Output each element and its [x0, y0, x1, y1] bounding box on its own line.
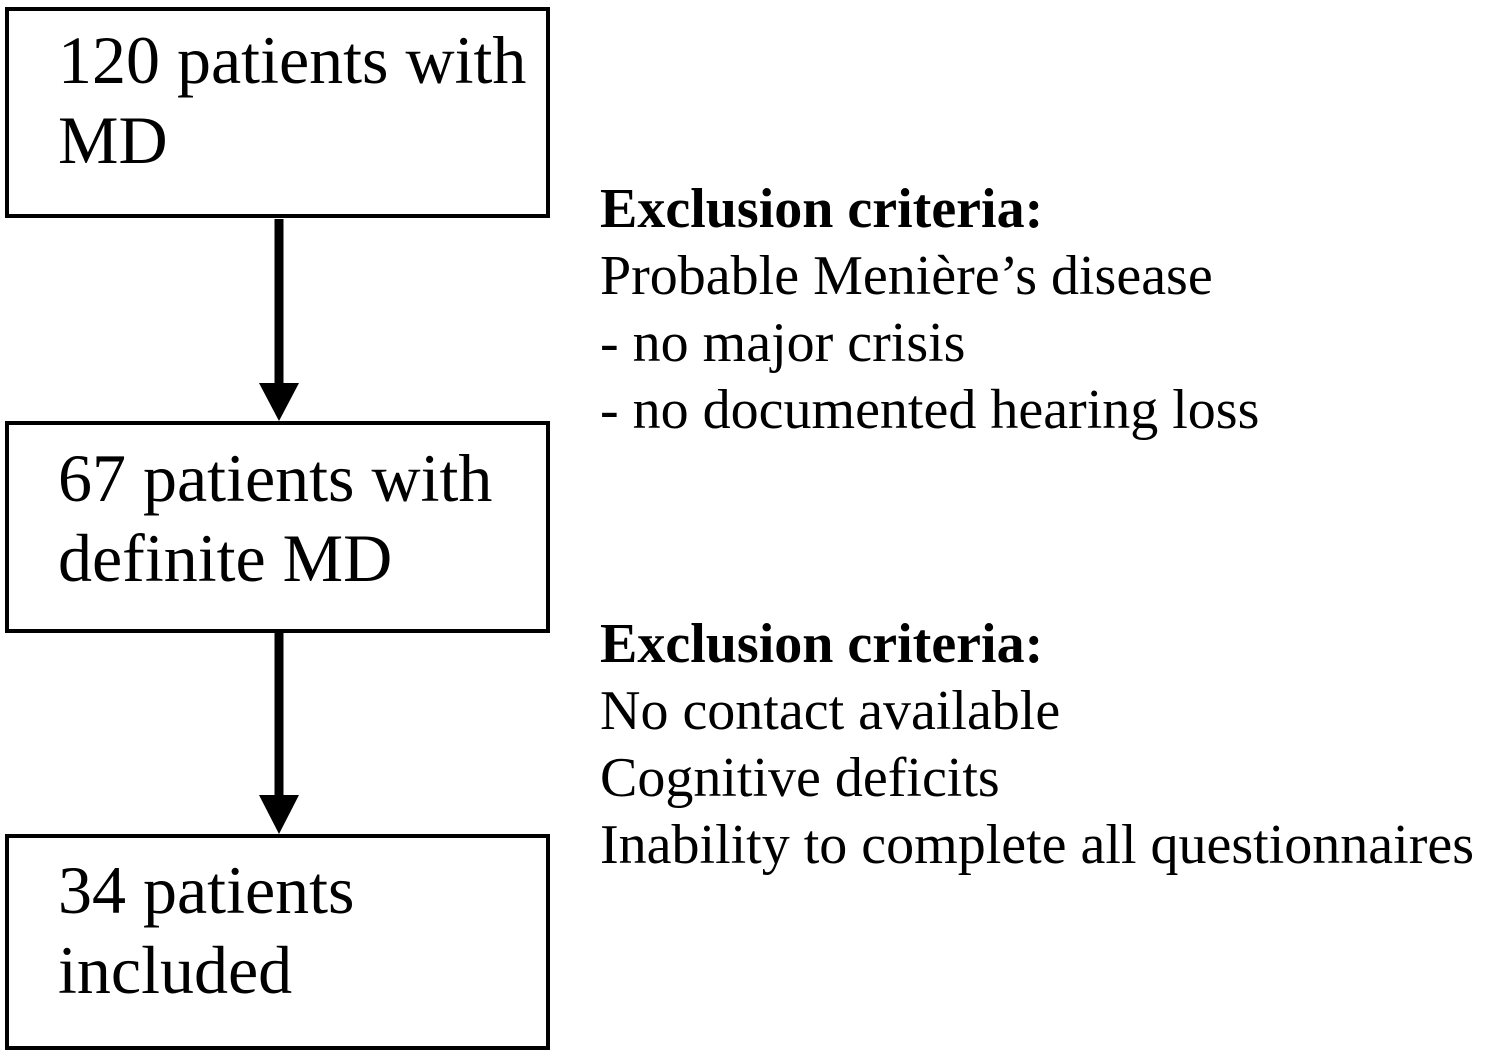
flow-box-text-line: 67 patients with [58, 440, 493, 516]
exclusion-item: Inability to complete all questionnaires [600, 814, 1474, 876]
exclusion-item: - no documented hearing loss [600, 379, 1260, 441]
exclusion-item: No contact available [600, 680, 1061, 742]
exclusion-item: Probable Menière’s disease [600, 245, 1213, 307]
flow-box-67-definite-md: 67 patients with definite MD [5, 421, 550, 633]
flow-box-120-patients: 120 patients with MD [5, 7, 550, 218]
exclusion-block-1: Exclusion criteria: Probable Menière’s d… [600, 176, 1505, 444]
down-arrow-icon [259, 219, 299, 421]
flow-box-text-line: 120 patients with [58, 22, 527, 98]
exclusion-title: Exclusion criteria: [600, 613, 1044, 675]
down-arrow-icon [259, 633, 299, 834]
flow-box-34-included: 34 patients included [5, 834, 550, 1050]
exclusion-item: - no major crisis [600, 312, 966, 374]
flow-box-text-line: definite MD [58, 520, 393, 596]
flow-box-text-line: 34 patients [58, 852, 355, 928]
flow-box-text-line: included [58, 932, 293, 1008]
exclusion-title: Exclusion criteria: [600, 178, 1044, 240]
exclusion-block-2: Exclusion criteria: No contact available… [600, 611, 1505, 879]
exclusion-item: Cognitive deficits [600, 747, 1000, 809]
flow-box-text-line: MD [58, 102, 168, 178]
